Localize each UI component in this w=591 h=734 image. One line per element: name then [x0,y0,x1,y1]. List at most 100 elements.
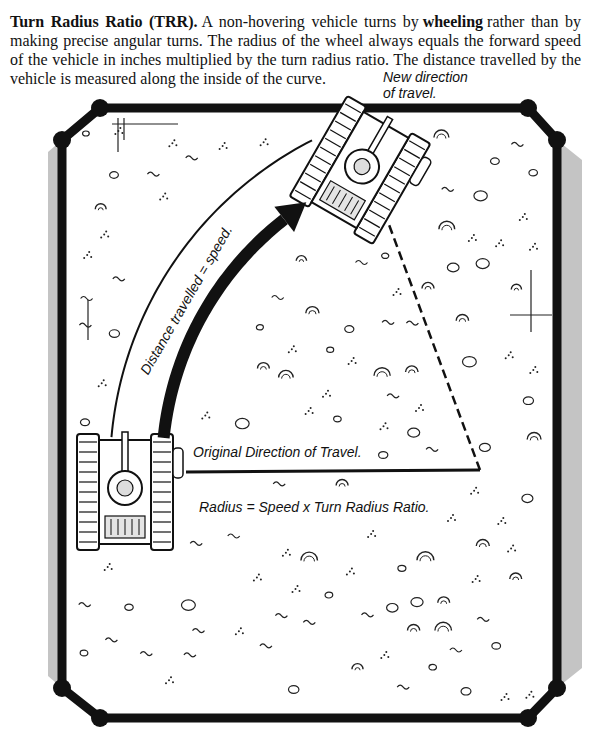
gravel-dot [418,407,420,409]
rough-ground [186,156,198,160]
gravel-dot [88,251,90,253]
gravel-dot [265,138,267,140]
rough-ground [190,541,202,545]
terrain-mark [253,573,262,581]
turret-hatch [351,156,373,178]
vent-line [326,186,334,200]
terrain-mark [470,487,479,495]
terrain-mark [511,284,521,290]
gravel-dot [508,354,510,356]
terrain-mark [479,443,490,451]
gravel-dot [468,240,470,242]
new-direction-line [388,222,480,470]
gravel-dot [367,536,369,538]
terrain-mark [190,541,202,545]
terrain-mark [260,138,269,146]
corner-dot [548,679,566,697]
crater-inner [514,288,518,290]
terrain-mark [98,379,107,387]
rough-ground [260,644,272,648]
crater-rim [422,282,434,288]
rough-ground [79,603,91,607]
gravel-dot [400,293,402,295]
gravel-dot [346,574,348,576]
terrain-mark [348,357,357,365]
emphasis-term: wheeling [423,13,483,30]
terrain-mark [110,172,119,179]
gravel-dot [530,691,532,693]
gravel-dot [107,235,109,237]
gravel-dot [383,425,385,427]
rock [411,598,423,607]
terrain-mark [325,592,333,598]
track-tread [374,201,390,210]
track-tread [295,190,311,199]
gravel-dot [164,192,166,194]
crater-rim [301,552,318,560]
end-vehicle [289,94,440,249]
rough-ground [387,394,399,398]
radius-line [186,470,480,472]
terrain-mark [387,394,399,398]
gravel-dot [100,236,102,238]
rock [345,326,354,333]
rough-ground [303,620,315,624]
rough-ground [477,617,489,621]
crater-inner [425,286,431,289]
gravel-dot [90,256,92,258]
gravel-dot [168,679,170,681]
terrain-mark [411,598,423,607]
gravel-dot [104,569,106,571]
gravel-dot [282,555,284,557]
gravel-dot [526,218,528,220]
gravel-dot [512,544,514,546]
corner-dot [91,709,109,727]
rock [125,604,133,610]
gravel-dot [420,404,422,406]
vent-line [139,519,140,535]
crater-rim [408,625,420,631]
gravel-dot [519,219,521,221]
rock [476,259,489,269]
side-strips [48,140,582,688]
rock [379,452,388,459]
rough-ground [113,277,125,281]
rough-ground [193,629,205,633]
terrain-mark [367,530,376,538]
gravel-dot [258,573,260,575]
terrain-mark [507,544,516,552]
gravel-dot [105,230,107,232]
gravel-dot [235,633,237,635]
map-line [117,118,118,152]
track-tread [359,227,375,236]
crater-rim [406,366,418,372]
track-tread [79,501,97,502]
gravel-dot [370,533,372,535]
gravel-dot [325,393,327,395]
hull [311,112,408,228]
terrain-mark [79,323,91,327]
terrain-mark [257,363,269,370]
crater-inner [299,260,303,262]
track-tread [364,219,380,228]
rock [474,191,487,201]
track-tread [153,451,171,452]
rough-ground [442,187,454,191]
new-direction-label: New direction of travel. [380,68,486,102]
crater-rim [296,256,306,261]
gravel-dot [170,676,172,678]
gravel-dot [288,351,290,353]
gravel-dot [238,630,240,632]
gravel-dot [103,233,105,235]
gravel-dot [454,519,456,521]
crater-inner [459,319,465,322]
gravel-dot [508,698,510,700]
gravel-dot [452,514,454,516]
gravel-dot [119,127,121,129]
gravel-dot [162,195,164,197]
terrain-mark [477,617,489,621]
terrain-mark [184,653,196,657]
terrain-mark [279,370,294,378]
terrain-mark [406,366,418,373]
